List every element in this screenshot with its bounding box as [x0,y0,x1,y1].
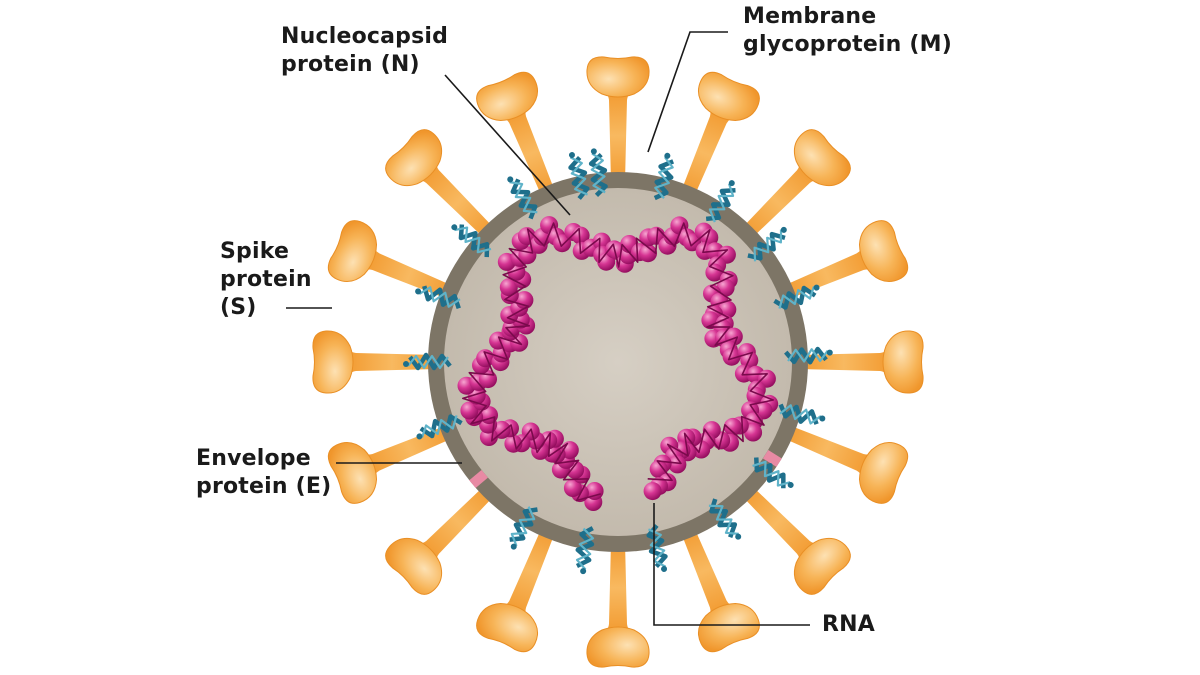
nucleocapsid-bead [705,263,724,282]
envelope-protein [762,449,782,467]
rna-helix [462,222,774,502]
nucleocapsid-bead [722,347,741,366]
envelope-proteins [469,449,782,488]
spike-protein [312,330,438,394]
label-nucleocapsid-line1: Nucleocapsid [281,24,449,49]
label-nucleocapsid: Nucleocapsid protein (N) [281,23,448,79]
m-protein [653,152,675,201]
m-protein [752,457,794,489]
nucleocapsid-bead [649,460,668,479]
m-protein [747,226,787,262]
nucleocapsid-bead [723,417,742,436]
nucleocapsid-bead [553,234,572,253]
label-nucleocapsid-line2: protein (N) [281,52,420,77]
nucleocapsid-bead [563,479,582,497]
spike-protein [476,71,556,199]
spike-protein [798,330,924,394]
nucleocapsid-bead [643,482,662,501]
spike-protein [385,484,496,595]
m-protein [575,526,595,575]
label-membrane: Membrane glycoprotein (M) [743,3,952,59]
label-spike-line3: (S) [220,295,257,320]
m-protein [784,346,833,365]
m-protein [773,284,820,310]
label-rna-line1: RNA [822,612,875,637]
m-protein [708,498,742,540]
m-protein [507,176,538,220]
m-protein [568,152,590,200]
spike-protein [385,129,496,240]
nucleocapsid-bead [744,423,763,442]
m-protein [705,180,736,223]
label-spike: Spike protein (S) [220,238,312,322]
label-spike-line2: protein [220,267,312,292]
m-protein [509,506,538,550]
spike-protein [476,525,556,653]
spike-protein [680,525,760,653]
nucleocapsid-bead [683,233,702,252]
spike-protein [781,424,909,504]
label-envelope-line2: protein (E) [196,474,332,499]
leader-lines [286,31,810,626]
envelope-protein [469,470,488,488]
spike-protein [327,424,455,504]
nucleocapsid-bead [504,434,523,453]
spike-protein [586,56,650,182]
leader-line-nucleocapsid [444,74,571,216]
label-membrane-line2: glycoprotein (M) [743,32,952,57]
label-envelope-line1: Envelope [196,446,311,471]
m-protein [778,403,826,425]
membrane-glycoproteins [403,148,833,575]
label-envelope: Envelope protein (E) [196,445,331,501]
spike-protein [586,542,650,668]
m-protein [588,148,608,197]
nucleocapsid-rna [457,216,779,511]
label-spike-line1: Spike [220,239,290,264]
spike-protein [740,484,851,595]
spike-protein [327,220,455,300]
label-rna: RNA [822,611,875,639]
nucleocapsid-bead [639,244,657,263]
nucleocapsid-bead [585,482,604,500]
spike-protein [781,220,909,300]
m-protein [415,285,461,310]
m-protein [646,524,668,572]
spike-proteins [312,56,924,668]
m-protein [451,224,492,258]
nucleocapsid-bead [499,278,518,297]
spike-protein [740,129,851,240]
label-membrane-line1: Membrane [743,4,877,29]
nucleocapsid-bead [668,455,687,474]
spike-protein [680,71,760,199]
leader-line-membrane [647,31,728,153]
m-protein [403,352,452,371]
nucleocapsid-bead [716,278,735,297]
leader-line-rna [653,503,810,626]
m-protein [416,414,463,440]
